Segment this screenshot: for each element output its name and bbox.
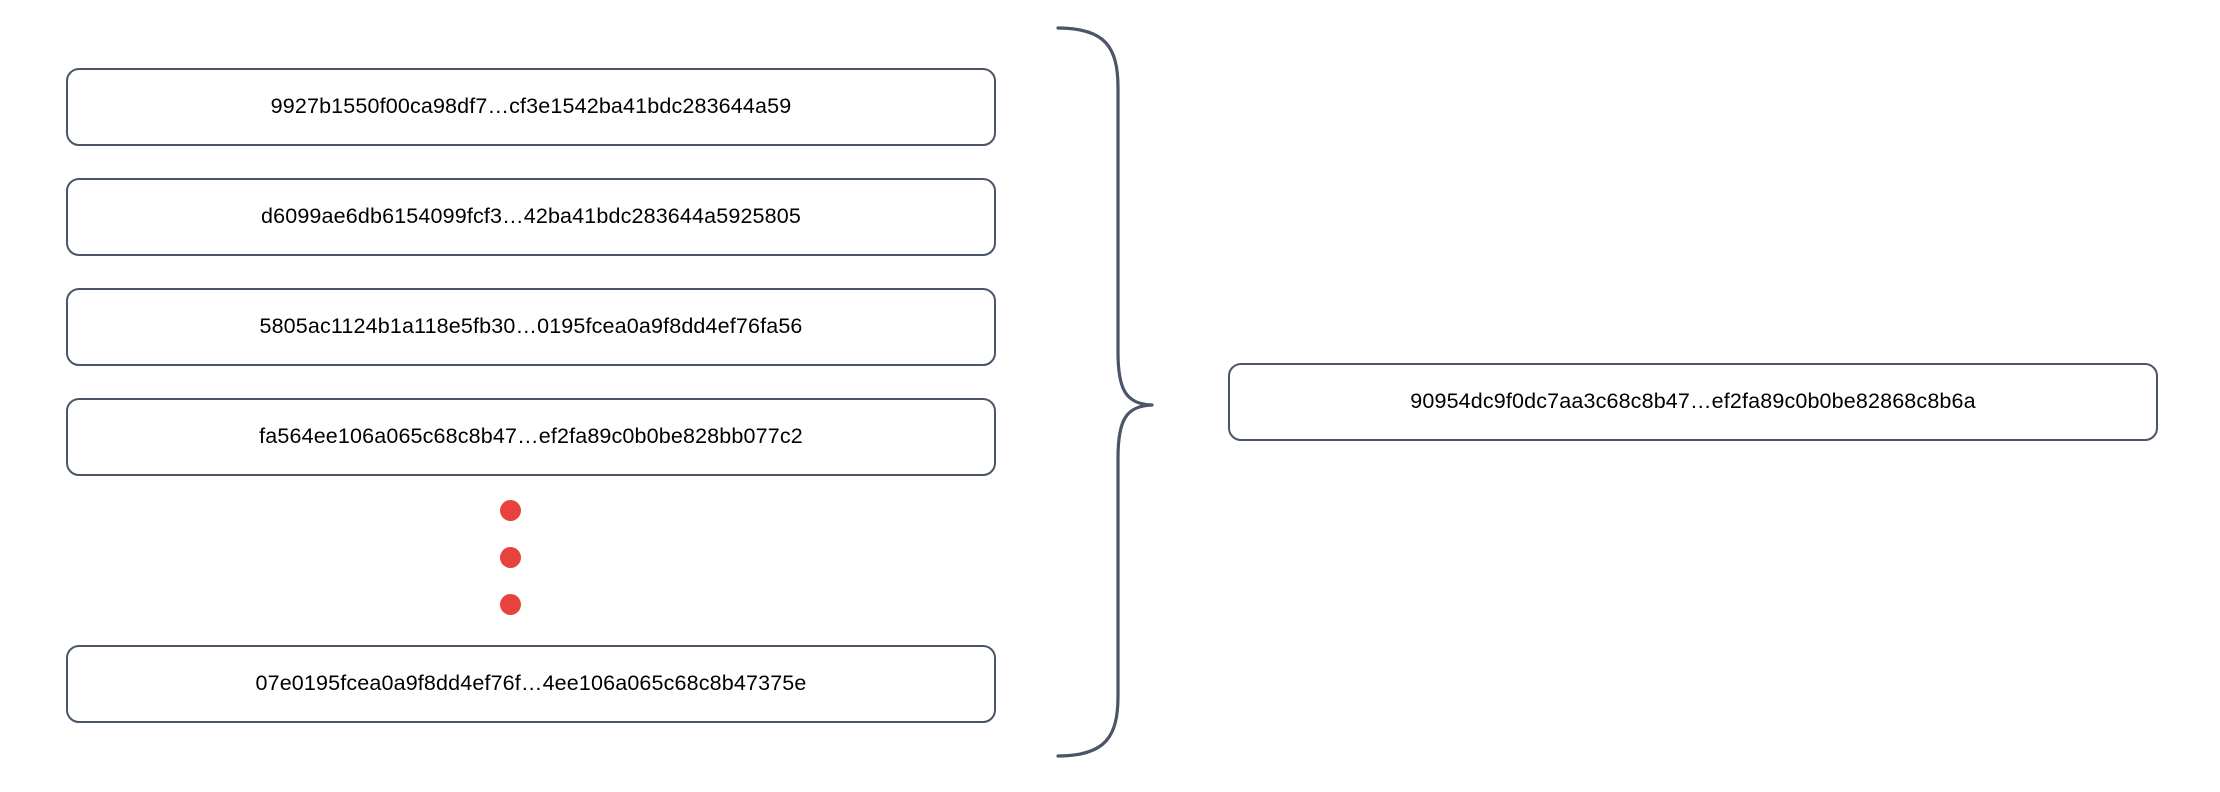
output-hash-box[interactable]: 90954dc9f0dc7aa3c68c8b47…ef2fa89c0b0be82…: [1228, 363, 2158, 441]
ellipsis-dot: [500, 594, 521, 615]
input-hash-box-last[interactable]: 07e0195fcea0a9f8dd4ef76f…4ee106a065c68c8…: [66, 645, 996, 723]
ellipsis-dot: [500, 547, 521, 568]
input-hash-box-3[interactable]: 5805ac1124b1a118e5fb30…0195fcea0a9f8dd4e…: [66, 288, 996, 366]
input-hash-box-4[interactable]: fa564ee106a065c68c8b47…ef2fa89c0b0be828b…: [66, 398, 996, 476]
curly-brace-icon: [1056, 26, 1154, 758]
input-hash-box-2[interactable]: d6099ae6db6154099fcf3…42ba41bdc283644a59…: [66, 178, 996, 256]
ellipsis-dot: [500, 500, 521, 521]
input-hash-box-1[interactable]: 9927b1550f00ca98df7…cf3e1542ba41bdc28364…: [66, 68, 996, 146]
